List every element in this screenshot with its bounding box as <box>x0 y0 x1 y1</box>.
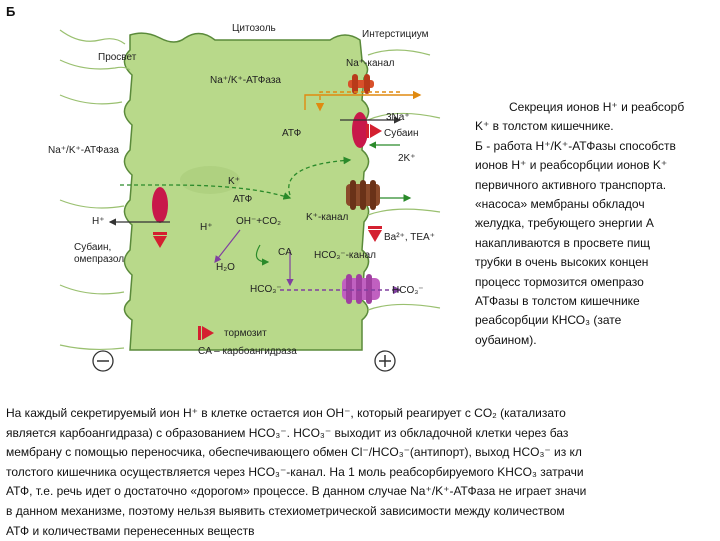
side-line: накапливаются в просвете пищ <box>475 235 651 250</box>
bottom-line: толстого кишечника осуществляется через … <box>6 464 584 479</box>
side-line: оубаином). <box>475 332 537 347</box>
minus-circle-icon <box>92 350 114 372</box>
label-h-out: H⁺ <box>92 216 105 227</box>
bottom-line: является карбоангидраза) с образованием … <box>6 425 569 440</box>
label-nak-atpase-top: Na⁺/K⁺-АТФаза <box>210 75 281 86</box>
label-nak-atpase-left: Na⁺/K⁺-АТФаза <box>48 145 119 156</box>
hk-atpase-pump-left <box>152 187 168 223</box>
inhibitor-icon-ba <box>368 226 382 242</box>
label-subain-right: Субаин <box>384 128 419 139</box>
interstitium-villi-right <box>367 49 441 311</box>
bottom-line: в данном механизме, поэтому нельзя выяви… <box>6 503 565 518</box>
label-k-left: K⁺ <box>228 176 240 187</box>
lumen-villi-left <box>59 29 131 351</box>
side-line: реабсорбции КНСО₃ (зате <box>475 313 622 328</box>
cell-diagram <box>59 29 441 372</box>
arrow-na-in <box>315 91 400 112</box>
side-line: АТФазы в толстом кишечнике <box>475 293 640 308</box>
cell-body <box>123 32 370 351</box>
bottom-paragraph: На каждый секретируемый ион H⁺ в клетке … <box>6 404 720 541</box>
plus-circle-icon <box>374 350 396 372</box>
arrow-ca-cycle <box>255 244 270 266</box>
label-blockers: Ba²⁺, TEA⁺ <box>384 232 435 243</box>
arrow-k-recycle <box>288 156 352 196</box>
side-caption: Секреция ионов H⁺ и реабсорб K⁺ в толсто… <box>475 98 720 350</box>
label-na-channel: Na⁺-канал <box>346 58 395 69</box>
label-h-in: H⁺ <box>200 222 213 233</box>
hco3-channel-icon <box>342 274 380 304</box>
label-subain-left: Субаин, омепразол <box>74 242 125 265</box>
side-line: трубки в очень высоких концен <box>475 255 649 270</box>
side-line: Секреция ионов H⁺ и реабсорб <box>509 100 685 114</box>
bottom-line: На каждый секретируемый ион H⁺ в клетке … <box>6 406 566 420</box>
label-interstitium: Интерстициум <box>362 29 429 40</box>
nak-atpase-pump-right <box>352 112 368 148</box>
label-hco3-channel: HCO₃⁻-канал <box>314 250 376 261</box>
side-line: K⁺ в толстом кишечнике. <box>475 119 614 134</box>
side-line: процесс тормозится омепразо <box>475 274 644 289</box>
label-cytosol: Цитозоль <box>232 23 276 34</box>
side-line: Б - работа H⁺/K⁺-АТФазы способств <box>475 138 676 153</box>
label-3na: 3Na⁺ <box>386 112 410 123</box>
panel-letter: Б <box>6 4 16 19</box>
label-atp-center: АТФ <box>233 194 253 205</box>
arrow-na-out <box>304 90 422 110</box>
label-hco3-in: HCO₃⁻ <box>250 284 282 295</box>
legend-inhibitor-label: тормозит <box>224 328 267 339</box>
label-2k: 2K⁺ <box>398 153 416 164</box>
legend-ca-label: CA – карбоангидраза <box>198 346 297 357</box>
side-line: желудка, требующего энергии А <box>475 216 654 231</box>
na-channel-icon <box>348 74 374 94</box>
bottom-line: АТФ и количествами перенесенных веществ <box>6 523 255 538</box>
inhibitor-legend-icon <box>198 326 214 340</box>
side-line: «насоса» мембраны обкладоч <box>475 196 645 211</box>
label-atp-right: АТФ <box>282 128 302 139</box>
label-h2o: H₂O <box>216 262 235 273</box>
k-channel-icon <box>346 180 380 210</box>
arrow-oh <box>214 229 241 263</box>
arrow-k-in <box>120 184 292 200</box>
label-ca: CA <box>278 247 292 258</box>
label-lumen: Просвет <box>98 52 137 63</box>
inhibitor-icon-subain-left <box>153 232 167 248</box>
inhibitor-icon-subain-right <box>366 124 382 138</box>
side-line: ионов H⁺ и реабсорбции ионов K⁺ <box>475 158 668 173</box>
bottom-line: АТФ, т.е. речь идет о достаточно «дорого… <box>6 484 587 499</box>
label-oh-co2: OH⁻+CO₂ <box>236 216 281 227</box>
label-k-channel: K⁺-канал <box>306 212 349 223</box>
side-line: первичного активного транспорта. <box>475 177 667 192</box>
bottom-line: мембрану с помощью переносчика, обеспечи… <box>6 445 582 460</box>
label-hco3-out: HCO₃⁻ <box>392 285 424 296</box>
